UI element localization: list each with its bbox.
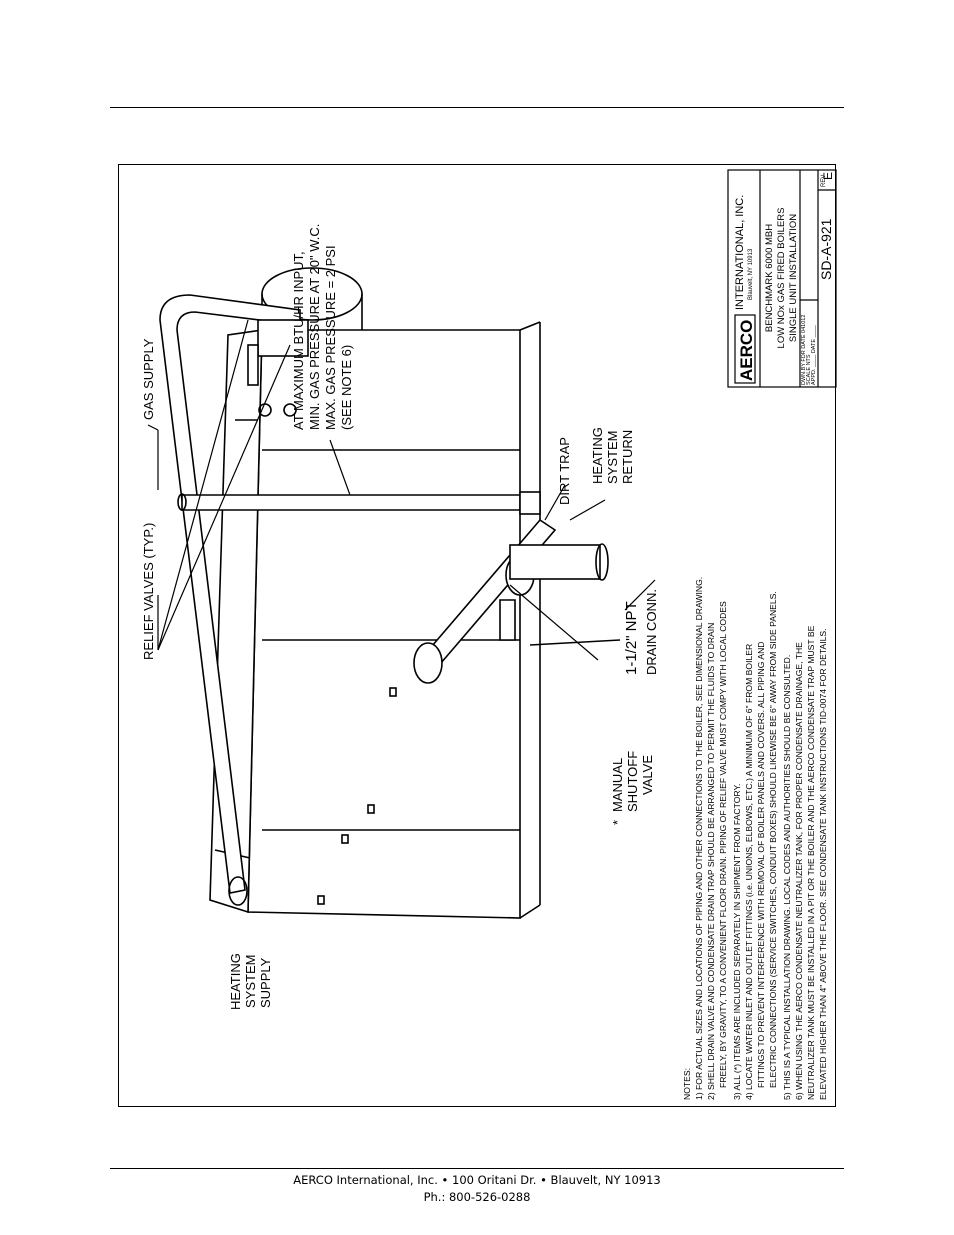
- note-1: 1) FOR ACTUAL SIZES AND LOCATIONS OF PIP…: [694, 577, 704, 1100]
- note-4a: 4) LOCATE WATER INLET AND OUTLET FITTING…: [744, 644, 754, 1100]
- heating-supply-line-3: SUPPLY: [258, 957, 273, 1008]
- drain-conn-line-2: DRAIN CONN.: [644, 589, 659, 675]
- heating-return-line-1: HEATING: [590, 427, 605, 484]
- footer-address: AERCO International, Inc. • 100 Oritani …: [293, 1173, 661, 1187]
- manual-shutoff-line-3: VALVE: [640, 755, 655, 795]
- note-3: 3) ALL (*) ITEMS ARE INCLUDED SEPARATELY…: [732, 784, 742, 1100]
- heating-return-line-3: RETURN: [620, 430, 635, 484]
- manual-shutoff-line-1: MANUAL: [610, 758, 625, 812]
- gas-note-line-2: MIN. GAS PRESSURE AT 20" W.C.: [307, 224, 322, 430]
- company-city: Blauvelt, NY 10913: [748, 248, 754, 300]
- note-6c: ELEVATED HIGHER THAN 4" ABOVE THE FLOOR.…: [818, 628, 828, 1100]
- drawing-frame: [118, 164, 836, 1107]
- notes-heading: NOTES:: [682, 1068, 692, 1100]
- note-4b: FITTINGS TO PREVENT INTERFERENCE WITH RE…: [756, 642, 766, 1089]
- heating-supply-pipe: [159, 294, 301, 894]
- aerco-logo: AERCO: [737, 320, 756, 381]
- drawn-by: DWN.BY FDR DATE 041012: [801, 315, 807, 385]
- note-6a: 6) WHEN USING THE AERCO CONDENSATE NEUTR…: [794, 642, 804, 1100]
- scale-text: SCALE NTS: [806, 354, 812, 385]
- note-4c: ELECTRIC CONNECTIONS (SERVICE SWITCHES, …: [768, 591, 778, 1088]
- relief-valves-label: RELIEF VALVES (TYP.): [141, 523, 156, 660]
- title-line-2: LOW NOx GAS FIRED BOILERS: [776, 208, 787, 349]
- title-line-1: BENCHMARK 6000 MBH: [764, 224, 775, 332]
- heating-supply-line-2: SYSTEM: [243, 955, 258, 1008]
- note-5: 5) THIS IS A TYPICAL INSTALLATION DRAWIN…: [782, 655, 792, 1100]
- gas-note-line-3: MAX. GAS PRESSURE = 2 PSI: [323, 245, 338, 430]
- note-2a: 2) SHELL DRAIN VALVE AND CONDENSATE DRAI…: [706, 623, 716, 1100]
- leader-lines: [147, 319, 656, 661]
- company-name: INTERNATIONAL, INC.: [734, 195, 746, 310]
- page-footer: AERCO International, Inc. • 100 Oritani …: [0, 1172, 954, 1206]
- rev-label: REV: [821, 175, 827, 187]
- gas-supply-label: GAS SUPPLY: [141, 338, 156, 420]
- dirt-trap-label: DIRT TRAP: [557, 437, 572, 505]
- title-line-3: SINGLE UNIT INSTALLATION: [788, 214, 799, 342]
- title-block: AERCO INTERNATIONAL, INC. Blauvelt, NY 1…: [727, 169, 837, 388]
- heating-supply-line-1: HEATING: [228, 953, 243, 1010]
- footer-phone: Ph.: 800-526-0288: [423, 1190, 531, 1204]
- gas-note-line-1: AT MAXIMUM BTU/HR INPUT,: [291, 251, 306, 430]
- boiler-illustration: [159, 267, 621, 919]
- drain-conn-line-1: 1-1/2" NPT: [623, 601, 640, 675]
- notes-block: NOTES: 1) FOR ACTUAL SIZES AND LOCATIONS…: [682, 577, 828, 1100]
- note-2b: FREELY, BY GRAVITY, TO A CONVENIENT FLOO…: [718, 601, 728, 1088]
- gas-supply-pipe: [181, 494, 521, 511]
- manual-shutoff-line-2: SHUTOFF: [625, 751, 640, 812]
- drawing-number: SD-A-921: [818, 218, 834, 280]
- header-rule: [110, 107, 844, 108]
- manual-shutoff-star: *: [610, 820, 625, 825]
- footer-rule: [110, 1168, 844, 1169]
- heating-return-line-2: SYSTEM: [605, 431, 620, 484]
- appd-text: APPD. ____ DATE ____: [811, 324, 817, 385]
- rev-value: E: [821, 172, 835, 180]
- note-6b: NEUTRALIZER TANK MUST BE INSTALLED IN A …: [806, 625, 816, 1100]
- gas-note-line-4: (SEE NOTE 6): [339, 345, 354, 430]
